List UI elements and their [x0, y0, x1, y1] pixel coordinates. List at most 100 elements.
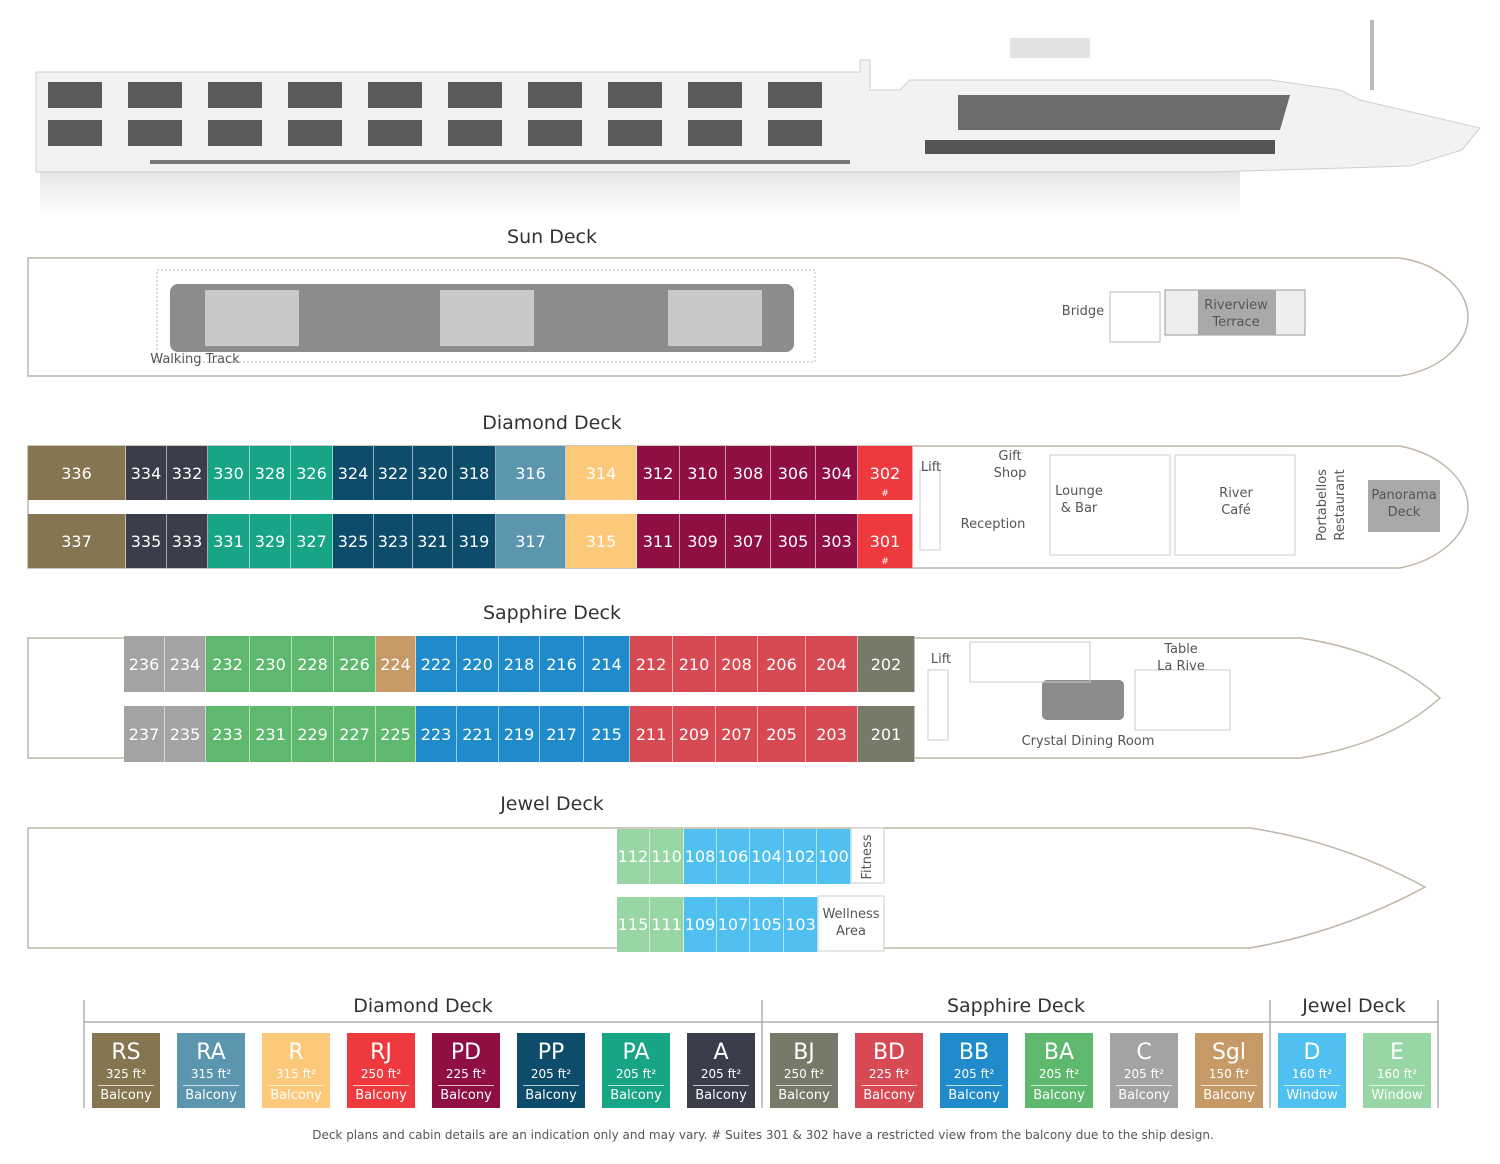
cabin-223[interactable]: 223	[416, 706, 457, 762]
cabin-309[interactable]: 309	[680, 514, 726, 568]
cabin-218[interactable]: 218	[499, 636, 540, 692]
cabin-326[interactable]: 326	[291, 446, 333, 500]
cabin-314[interactable]: 314	[566, 446, 637, 500]
cabin-322[interactable]: 322	[374, 446, 413, 500]
cabin-232[interactable]: 232	[206, 636, 250, 692]
cabin-336[interactable]: 336	[28, 446, 126, 500]
cabin-332[interactable]: 332	[167, 446, 208, 500]
cabin-316[interactable]: 316	[496, 446, 566, 500]
cabin-number: 310	[687, 463, 718, 483]
cabin-115[interactable]: 115	[617, 897, 650, 952]
cabin-225[interactable]: 225	[376, 706, 416, 762]
legend-divider	[946, 1085, 1002, 1086]
cabin-305[interactable]: 305	[771, 514, 816, 568]
cabin-224[interactable]: 224	[376, 636, 416, 692]
cabin-230[interactable]: 230	[250, 636, 292, 692]
cabin-111[interactable]: 111	[650, 897, 684, 952]
cabin-331[interactable]: 331	[208, 514, 250, 568]
cabin-233[interactable]: 233	[206, 706, 250, 762]
legend-view: Balcony	[863, 1088, 915, 1103]
cabin-209[interactable]: 209	[673, 706, 716, 762]
cabin-311[interactable]: 311	[637, 514, 680, 568]
cabin-335[interactable]: 335	[126, 514, 167, 568]
cabin-104[interactable]: 104	[750, 829, 784, 884]
cabin-207[interactable]: 207	[716, 706, 758, 762]
cabin-337[interactable]: 337	[28, 514, 126, 568]
cabin-231[interactable]: 231	[250, 706, 292, 762]
bridge-label: Bridge	[1061, 304, 1105, 319]
cabin-237[interactable]: 237	[124, 706, 165, 762]
cabin-206[interactable]: 206	[758, 636, 806, 692]
cabin-234[interactable]: 234	[165, 636, 206, 692]
cabin-324[interactable]: 324	[333, 446, 374, 500]
cabin-318[interactable]: 318	[453, 446, 496, 500]
cabin-328[interactable]: 328	[250, 446, 291, 500]
cabin-219[interactable]: 219	[499, 706, 540, 762]
cabin-107[interactable]: 107	[717, 897, 750, 952]
cabin-312[interactable]: 312	[637, 446, 680, 500]
cabin-327[interactable]: 327	[291, 514, 333, 568]
legend-divider	[1116, 1085, 1172, 1086]
cabin-325[interactable]: 325	[333, 514, 374, 568]
cabin-308[interactable]: 308	[726, 446, 771, 500]
legend-divider	[268, 1085, 324, 1086]
cabin-321[interactable]: 321	[413, 514, 453, 568]
cabin-334[interactable]: 334	[126, 446, 167, 500]
cabin-100[interactable]: 100	[817, 829, 851, 884]
cabin-109[interactable]: 109	[684, 897, 717, 952]
cabin-315[interactable]: 315	[566, 514, 637, 568]
cabin-229[interactable]: 229	[292, 706, 334, 762]
cabin-102[interactable]: 102	[784, 829, 817, 884]
cabin-214[interactable]: 214	[584, 636, 630, 692]
cabin-320[interactable]: 320	[413, 446, 453, 500]
cabin-201[interactable]: 201	[858, 706, 915, 762]
cabin-306[interactable]: 306	[771, 446, 816, 500]
cabin-217[interactable]: 217	[540, 706, 584, 762]
cabin-301[interactable]: 301#	[858, 514, 913, 568]
legend-divider	[1369, 1085, 1425, 1086]
cabin-317[interactable]: 317	[496, 514, 566, 568]
cabin-208[interactable]: 208	[716, 636, 758, 692]
cabin-310[interactable]: 310	[680, 446, 726, 500]
cabin-103[interactable]: 103	[784, 897, 818, 952]
cabin-329[interactable]: 329	[250, 514, 291, 568]
cabin-105[interactable]: 105	[750, 897, 784, 952]
cabin-202[interactable]: 202	[858, 636, 915, 692]
legend-code: D	[1303, 1040, 1321, 1065]
cabin-323[interactable]: 323	[374, 514, 413, 568]
cabin-112[interactable]: 112	[617, 829, 650, 884]
cabin-226[interactable]: 226	[334, 636, 376, 692]
cabin-302[interactable]: 302#	[858, 446, 913, 500]
cabin-210[interactable]: 210	[673, 636, 716, 692]
cabin-330[interactable]: 330	[208, 446, 250, 500]
cabin-227[interactable]: 227	[334, 706, 376, 762]
legend-size: 315 ft²	[190, 1067, 232, 1081]
cabin-307[interactable]: 307	[726, 514, 771, 568]
cabin-222[interactable]: 222	[416, 636, 457, 692]
cabin-number: 311	[642, 531, 674, 551]
cabin-216[interactable]: 216	[540, 636, 584, 692]
cabin-236[interactable]: 236	[124, 636, 165, 692]
cabin-108[interactable]: 108	[684, 829, 717, 884]
cabin-221[interactable]: 221	[457, 706, 499, 762]
cabin-number: 332	[171, 463, 203, 483]
cabin-220[interactable]: 220	[457, 636, 499, 692]
cabin-106[interactable]: 106	[717, 829, 750, 884]
cabin-212[interactable]: 212	[630, 636, 673, 692]
cabin-319[interactable]: 319	[453, 514, 496, 568]
cabin-number: 115	[617, 915, 649, 934]
cabin-304[interactable]: 304	[816, 446, 858, 500]
cabin-215[interactable]: 215	[584, 706, 630, 762]
cabin-204[interactable]: 204	[806, 636, 858, 692]
river-cafe-label-1: River	[1219, 486, 1253, 501]
riverview-label: Riverview	[1204, 298, 1268, 313]
cabin-205[interactable]: 205	[758, 706, 806, 762]
cabin-211[interactable]: 211	[630, 706, 673, 762]
cabin-333[interactable]: 333	[167, 514, 208, 568]
legend-code: RA	[196, 1040, 226, 1065]
cabin-235[interactable]: 235	[165, 706, 206, 762]
cabin-203[interactable]: 203	[806, 706, 858, 762]
cabin-228[interactable]: 228	[292, 636, 334, 692]
cabin-303[interactable]: 303	[816, 514, 858, 568]
cabin-110[interactable]: 110	[650, 829, 684, 884]
